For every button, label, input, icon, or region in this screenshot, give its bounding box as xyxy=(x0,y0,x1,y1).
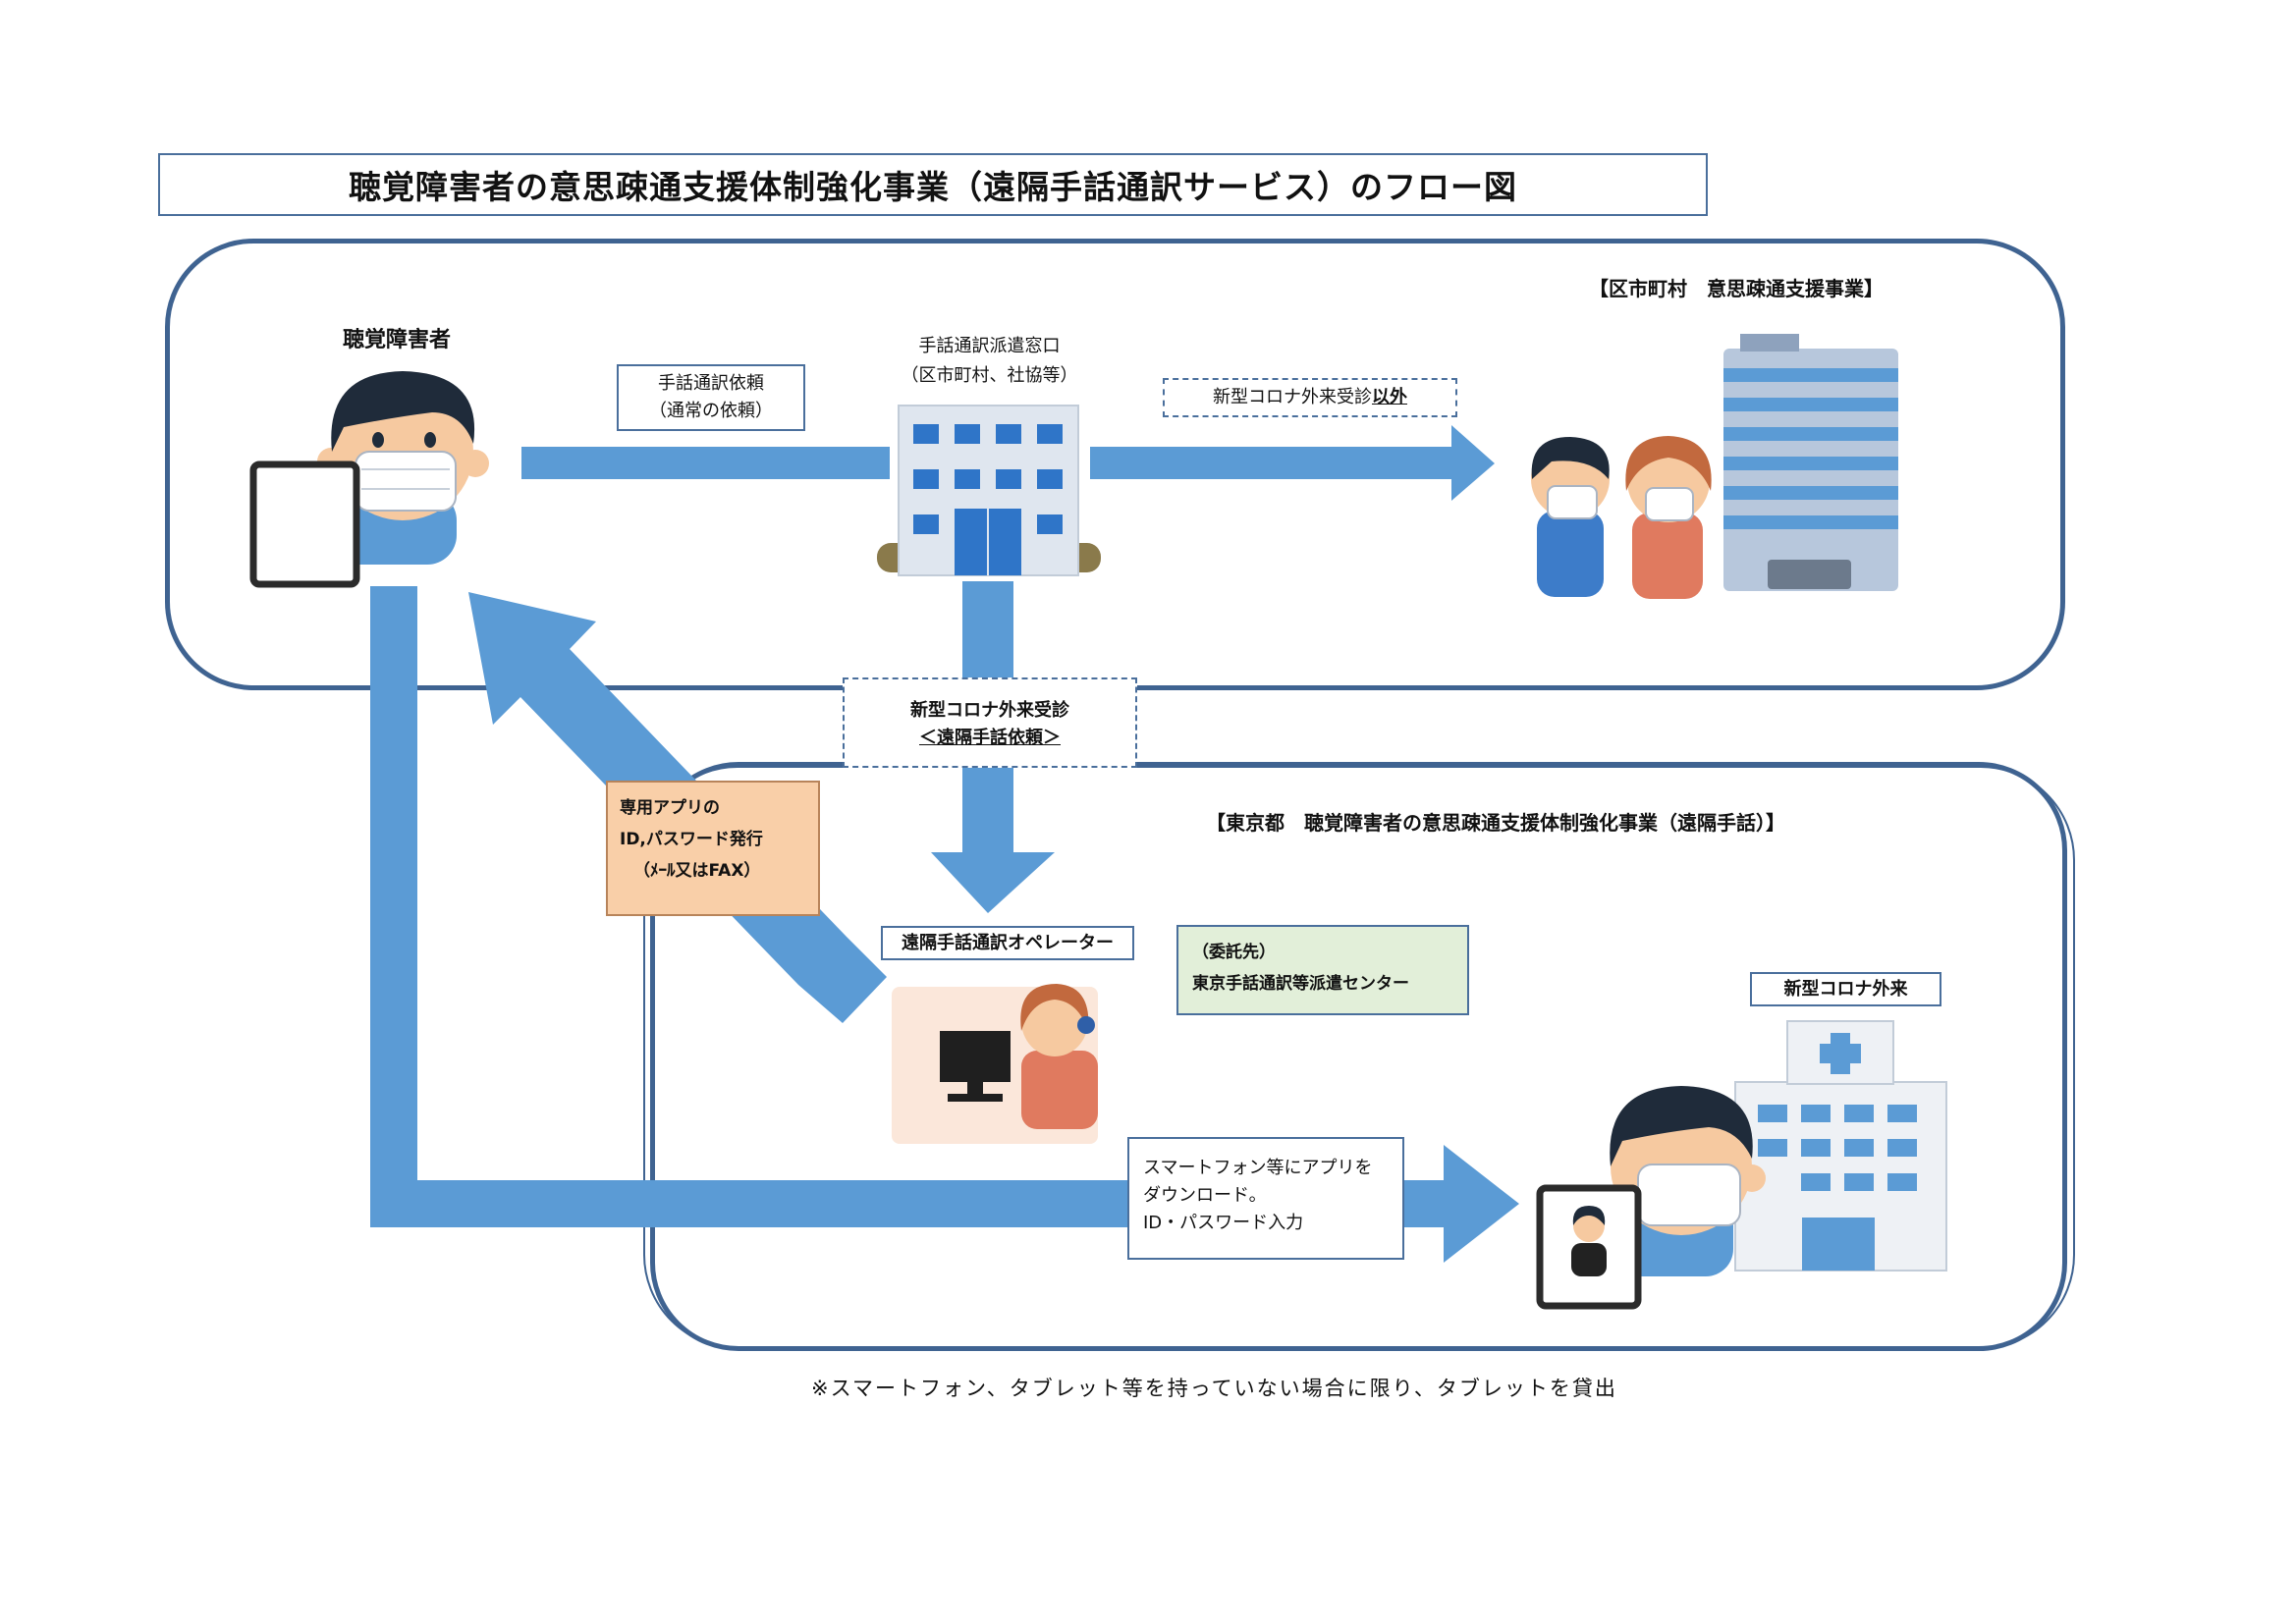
tablet-interpreter-hair xyxy=(1572,1206,1606,1225)
deaf-person-hair xyxy=(331,371,475,452)
operator-monitor-stand xyxy=(967,1082,983,1096)
hospital-window xyxy=(1801,1139,1831,1157)
municipal-tower-stripe xyxy=(1723,368,1898,382)
deaf-person-mask xyxy=(355,451,457,512)
municipal-tower-stripe xyxy=(1723,457,1898,470)
hospital-window xyxy=(1758,1139,1787,1157)
dispatch-office-window xyxy=(913,469,939,489)
app-id-line-1: 専用アプリの xyxy=(620,798,720,818)
dispatch-office-window xyxy=(913,514,939,534)
app-id-line-3: （ﾒｰﾙ又はFAX） xyxy=(633,861,761,881)
app-id-note: 専用アプリの ID,パスワード発行 （ﾒｰﾙ又はFAX） xyxy=(606,781,820,916)
hospital-window xyxy=(1887,1173,1917,1191)
operator-headset xyxy=(1077,1016,1095,1034)
municipal-tower-entrance xyxy=(1768,560,1851,589)
hospital-window xyxy=(1758,1105,1787,1122)
download-line-1: スマートフォン等にアプリを xyxy=(1143,1158,1373,1178)
hospital-window xyxy=(1844,1139,1874,1157)
deaf-person-eye-left xyxy=(372,432,384,448)
operator-monitor xyxy=(940,1031,1011,1082)
non-corona-emphasis: 以外 xyxy=(1372,387,1407,407)
dispatch-office-sub: （区市町村、社協等） xyxy=(901,365,1078,386)
municipal-tower-top xyxy=(1740,334,1799,352)
hospital-window xyxy=(1887,1105,1917,1122)
corona-request-line-1: 新型コロナ外来受診 xyxy=(910,700,1069,721)
client-woman-mask xyxy=(1645,487,1694,521)
municipal-clients-illustration xyxy=(1531,334,1898,599)
municipal-tower-stripe xyxy=(1723,398,1898,411)
tablet-interpreter-body xyxy=(1571,1243,1607,1276)
client-woman-body xyxy=(1632,513,1703,599)
operator-label: 遠隔手話通訳オペレーター xyxy=(902,933,1114,953)
hospital-door xyxy=(1802,1218,1875,1271)
dispatch-office-illustration xyxy=(877,405,1101,576)
corona-request-box: 新型コロナ外来受診 ＜遠隔手話依頼＞ xyxy=(843,677,1137,768)
hospital-window xyxy=(1801,1105,1831,1122)
dispatch-office-window xyxy=(996,469,1021,489)
operator-monitor-base xyxy=(948,1094,1003,1102)
corona-request-line-2: ＜遠隔手話依頼＞ xyxy=(919,728,1061,748)
patient-mask xyxy=(1637,1164,1741,1226)
deaf-person-eye-right xyxy=(424,432,436,448)
operator-hair xyxy=(1020,984,1089,1031)
corona-hospital-illustration xyxy=(1536,1020,1947,1310)
operator-body xyxy=(1021,1051,1098,1129)
dispatch-office-window xyxy=(913,424,939,444)
hospital-window xyxy=(1844,1105,1874,1122)
hospital-window xyxy=(1844,1173,1874,1191)
patient-hair xyxy=(1610,1086,1753,1166)
client-man-mask xyxy=(1547,485,1598,519)
footnote: ※スマートフォン、タブレット等を持っていない場合に限り、タブレットを貸出 xyxy=(811,1377,1617,1400)
app-id-line-2: ID,パスワード発行 xyxy=(620,830,763,849)
tokyo-region-outline xyxy=(643,766,2075,1349)
arrow-download-app xyxy=(370,586,1519,1263)
hospital-window xyxy=(1887,1139,1917,1157)
corona-clinic-label-box: 新型コロナ外来 xyxy=(1750,972,1941,1006)
dispatch-office-window xyxy=(955,469,980,489)
request-line-2: （通常の依頼） xyxy=(649,401,773,421)
deaf-person-illustration xyxy=(249,371,489,588)
deaf-person-label: 聴覚障害者 xyxy=(343,328,452,352)
municipal-tower-stripe xyxy=(1723,427,1898,441)
client-man-hair xyxy=(1531,437,1610,479)
tablet-device xyxy=(249,460,360,588)
request-line-1: 手話通訳依頼 xyxy=(658,373,764,394)
download-app-box: スマートフォン等にアプリを ダウンロード。 ID・パスワード入力 xyxy=(1127,1137,1404,1260)
contractor-line-1: （委託先） xyxy=(1192,943,1276,962)
corona-clinic-label: 新型コロナ外来 xyxy=(1783,979,1908,1000)
dispatch-office-label: 手話通訳派遣窓口 （区市町村、社協等） xyxy=(884,332,1095,391)
municipal-tower-stripe xyxy=(1723,486,1898,500)
non-corona-text: 新型コロナ外来受診 xyxy=(1213,387,1372,407)
hospital-cross-horizontal xyxy=(1820,1044,1861,1063)
dispatch-office-window xyxy=(996,424,1021,444)
operator-label-box: 遠隔手話通訳オペレーター xyxy=(881,926,1134,960)
contractor-box: （委託先） 東京手話通訳等派遣センター xyxy=(1176,925,1469,1015)
municipal-region-label: 【区市町村 意思疎通支援事業】 xyxy=(1589,277,1884,300)
download-line-2: ダウンロード。 xyxy=(1143,1185,1267,1206)
dispatch-office-window xyxy=(1037,424,1063,444)
dispatch-office-window xyxy=(955,424,980,444)
download-line-3: ID・パスワード入力 xyxy=(1143,1213,1304,1233)
tokyo-region-label: 【東京都 聴覚障害者の意思疎通支援体制強化事業（遠隔手話）】 xyxy=(1206,811,1785,835)
client-woman-hair xyxy=(1625,436,1712,491)
page-title: 聴覚障害者の意思疎通支援体制強化事業（遠隔手話通訳サービス）のフロー図 xyxy=(349,168,1517,206)
dispatch-office-window xyxy=(1037,514,1063,534)
dispatch-office-window xyxy=(1037,469,1063,489)
contractor-line-2: 東京手話通訳等派遣センター xyxy=(1192,974,1409,994)
hospital-window xyxy=(1801,1173,1831,1191)
arrow-non-corona xyxy=(1090,425,1495,501)
non-corona-box: 新型コロナ外来受診以外 xyxy=(1163,378,1457,417)
operator-illustration xyxy=(892,984,1098,1144)
arrow-request-body xyxy=(521,447,890,479)
request-box: 手話通訳依頼 （通常の依頼） xyxy=(617,364,805,431)
municipal-tower-stripe xyxy=(1723,515,1898,529)
client-man-body xyxy=(1537,511,1604,597)
dispatch-office-name: 手話通訳派遣窓口 xyxy=(918,336,1061,356)
title-box: 聴覚障害者の意思疎通支援体制強化事業（遠隔手話通訳サービス）のフロー図 xyxy=(158,153,1708,216)
